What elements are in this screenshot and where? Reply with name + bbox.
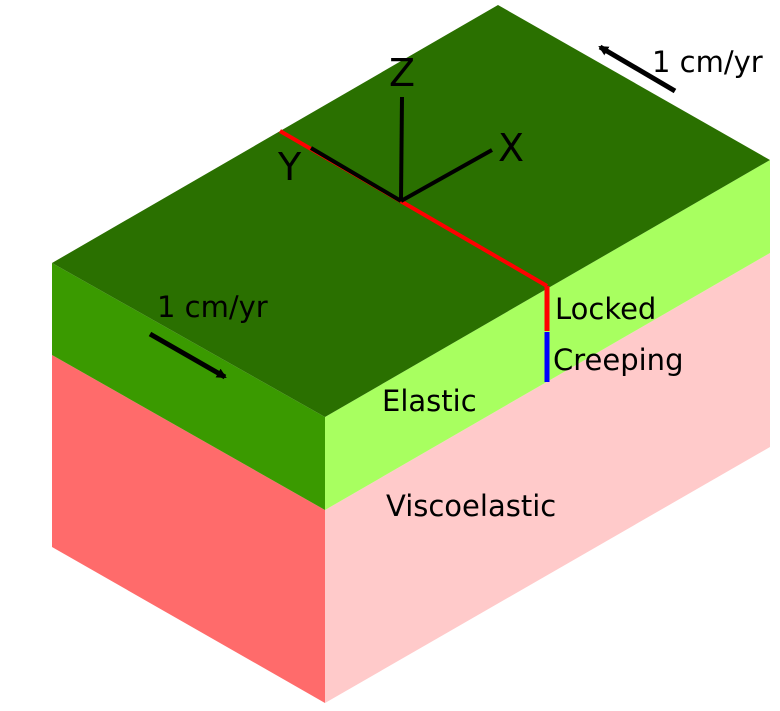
viscoelastic-left-face bbox=[52, 355, 325, 703]
velocity-arrow-left bbox=[148, 331, 227, 380]
x-axis bbox=[400, 148, 493, 203]
axis-z-label: Z bbox=[389, 51, 415, 95]
elastic-left-face bbox=[52, 263, 325, 510]
velocity-label-right: 1 cm/yr bbox=[652, 45, 763, 79]
elastic-label: Elastic bbox=[382, 384, 477, 418]
viscoelastic-label: Viscoelastic bbox=[386, 489, 556, 523]
velocity-arrow-right bbox=[598, 44, 677, 94]
axis-y-label: Y bbox=[277, 145, 302, 189]
y-axis bbox=[309, 146, 403, 203]
velocity-label-left: 1 cm/yr bbox=[157, 290, 268, 324]
locked-label: Locked bbox=[555, 292, 656, 326]
top-surface bbox=[52, 5, 770, 417]
creeping-label: Creeping bbox=[553, 343, 683, 377]
axis-x-label: X bbox=[498, 126, 524, 170]
z-axis bbox=[399, 96, 404, 202]
viscoelastic-right-face bbox=[325, 253, 770, 703]
